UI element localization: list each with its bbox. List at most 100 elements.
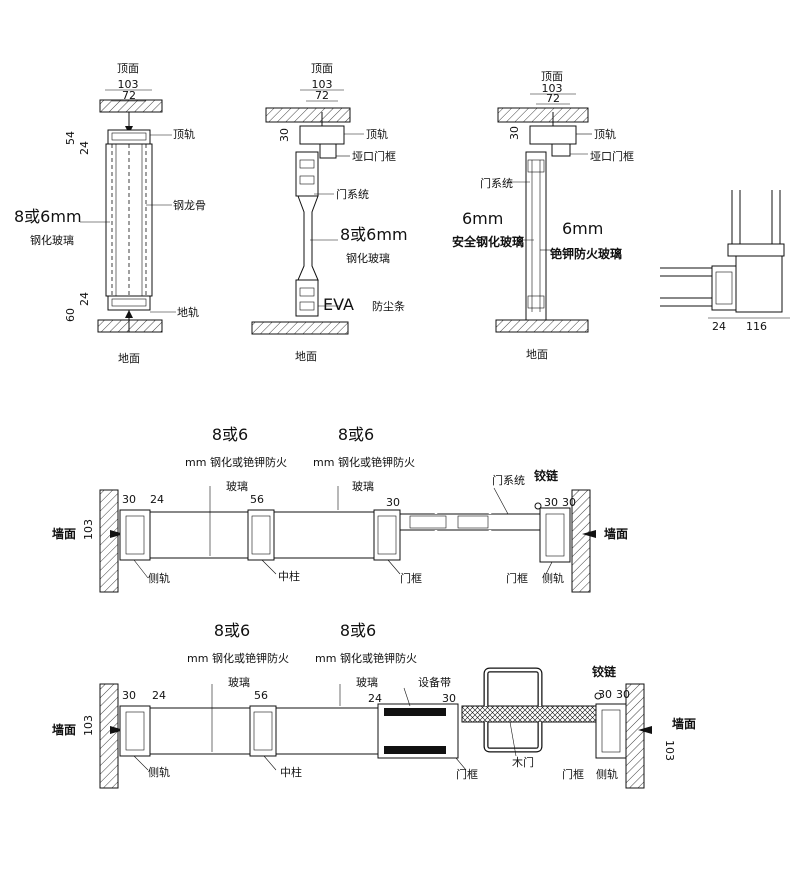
top-face-label-2: 顶面 — [311, 62, 333, 75]
plan1-door-system-label: 门系统 — [492, 473, 525, 487]
tempered-glass-label: 钢化玻璃 — [30, 233, 74, 247]
floor-slab — [97, 319, 163, 333]
dim-54: 54 — [64, 131, 77, 145]
dim-30-3: 30 — [508, 126, 521, 140]
dim-30-2: 30 — [278, 128, 291, 142]
section-door-system: 顶面 103 72 30 顶轨 垭口门框 门系统 8或6mm 钢化玻璃 EVA … — [251, 62, 408, 363]
plan2-door-frame-label: 门框 — [456, 767, 478, 781]
top-rail-label-2: 顶轨 — [366, 127, 388, 141]
plan1-dim-30b: 30 — [386, 496, 400, 509]
plan2-wall-right: 墙面 — [672, 716, 696, 731]
plan2-side-rail-left — [119, 705, 151, 757]
plan-view-1: 8或6 mm 钢化或铯钾防火 8或6 mm 钢化或铯钾防火 墙面 103 墙面 … — [52, 425, 628, 593]
six-mm-right: 6mm — [562, 219, 603, 238]
plan1-dim-30d: 30 — [562, 496, 576, 509]
plan2-dim-56: 56 — [254, 689, 268, 702]
plan1-mid-post-label: 中柱 — [278, 569, 300, 583]
plan1-door-frame-label-r: 门框 — [506, 571, 528, 585]
plan2-side-rail-right — [595, 703, 627, 759]
floor-rail — [107, 295, 151, 311]
recess-frame-block — [319, 143, 337, 159]
plan2-dim-24: 24 — [152, 689, 166, 702]
plan1-dim-24: 24 — [150, 493, 164, 506]
plan2-dim-30c: 30 — [598, 688, 612, 701]
plan1-glass-label-1: 玻璃 — [226, 479, 248, 493]
corner-post — [735, 255, 783, 313]
plan1-dim-103: 103 — [82, 519, 95, 540]
plan2-glass-label-2: 玻璃 — [356, 675, 378, 689]
plan1-wall-right: 墙面 — [604, 526, 628, 541]
ceiling-slab-2 — [265, 107, 351, 123]
plan1-mid-post — [247, 509, 275, 561]
fire-glass-label: 铯钾防火玻璃 — [550, 246, 622, 261]
plan2-glass-label-1: 玻璃 — [228, 675, 250, 689]
plan2-mid-post — [249, 705, 277, 757]
door-glass-thickness: 8或6mm — [340, 225, 408, 244]
eva-label: EVA — [323, 295, 354, 314]
floor-slab-2 — [251, 321, 349, 335]
ground-label-2: 地面 — [295, 350, 317, 363]
plan1-right-wall — [571, 489, 591, 593]
plan1-left-wall — [99, 489, 119, 593]
dim-24-bottom: 24 — [78, 292, 91, 306]
plan1-wall-left: 墙面 — [52, 526, 76, 541]
plan1-side-rail-label-right: 侧轨 — [542, 571, 564, 585]
plan2-dim-30: 30 — [122, 689, 136, 702]
plan2-wall-left: 墙面 — [52, 722, 76, 737]
plan1-door-frame-label: 门框 — [400, 571, 422, 585]
plan2-dim-103: 103 — [82, 715, 95, 736]
plan2-glass-desc-1: mm 钢化或铯钾防火 — [187, 651, 289, 665]
plan1-glass-label-2: 玻璃 — [352, 479, 374, 493]
dim-103-2: 103 — [312, 78, 333, 91]
door-system-label-3: 门系统 — [480, 176, 513, 190]
plan2-left-wall — [99, 683, 119, 789]
keel-label: 钢龙骨 — [173, 199, 206, 212]
floor-slab-3 — [495, 319, 589, 333]
corner-detail: 24 116 — [660, 190, 790, 333]
top-rail-2 — [299, 125, 345, 145]
plan2-door-frame-label-r: 门框 — [562, 767, 584, 781]
plan2-wood-door-label: 木门 — [512, 755, 534, 769]
recess-frame-label-3: 垭口门框 — [590, 149, 634, 163]
top-face-label-3: 顶面 — [541, 70, 563, 83]
glass-thickness-label: 8或6mm — [14, 207, 82, 226]
door-top-profile — [295, 151, 319, 197]
plan1-hinge-label: 铰链 — [534, 468, 559, 483]
dim-103: 103 — [118, 78, 139, 91]
plan2-hinge-label: 铰链 — [592, 664, 617, 679]
dust-strip-label: 防尘条 — [372, 299, 405, 313]
door-tempered-label: 钢化玻璃 — [346, 251, 390, 265]
plan1-glass-desc-1: mm 钢化或铯钾防火 — [185, 455, 287, 469]
plan2-dim-30b: 30 — [442, 692, 456, 705]
corner-side-rail — [711, 265, 737, 311]
dim-103-3: 103 — [542, 82, 563, 95]
plan2-glass-thk-1: 8或6 — [214, 621, 250, 640]
plan2-glass-thk-2: 8或6 — [340, 621, 376, 640]
fire-door-leaf — [525, 151, 547, 321]
top-face-label: 顶面 — [117, 62, 139, 75]
ground-label-3: 地面 — [526, 348, 548, 361]
six-mm-left: 6mm — [462, 209, 503, 228]
dim-24: 24 — [78, 141, 91, 155]
plan1-dim-30: 30 — [122, 493, 136, 506]
safe-tempered-label: 安全钢化玻璃 — [452, 234, 524, 249]
plan-view-2: 8或6 mm 钢化或铯钾防火 8或6 mm 钢化或铯钾防火 墙面 103 墙面 … — [52, 621, 696, 789]
plan1-door-leaf — [399, 513, 541, 531]
top-rail-label: 顶轨 — [173, 127, 195, 141]
plan2-side-rail-label-right: 侧轨 — [596, 767, 618, 781]
dim-72-3: 72 — [546, 92, 560, 105]
door-glass — [297, 195, 319, 281]
dim-116: 116 — [746, 320, 767, 333]
door-bottom-profile — [295, 279, 319, 317]
plan1-dim-30c: 30 — [544, 496, 558, 509]
plan2-wood-door — [461, 705, 599, 723]
plan1-side-rail-left — [119, 509, 151, 561]
ground-label: 地面 — [118, 352, 140, 365]
dim-24-corner: 24 — [712, 320, 726, 333]
plan2-mid-post-label: 中柱 — [280, 765, 302, 779]
plan2-hinge-icon — [594, 692, 602, 700]
plan2-side-rail-label-left: 侧轨 — [148, 765, 170, 779]
plan2-equip-belt-label: 设备带 — [418, 675, 451, 689]
section-glass-keel: 顶面 103 72 54 24 顶轨 钢龙骨 8或6mm 钢化玻璃 地轨 — [14, 62, 206, 365]
